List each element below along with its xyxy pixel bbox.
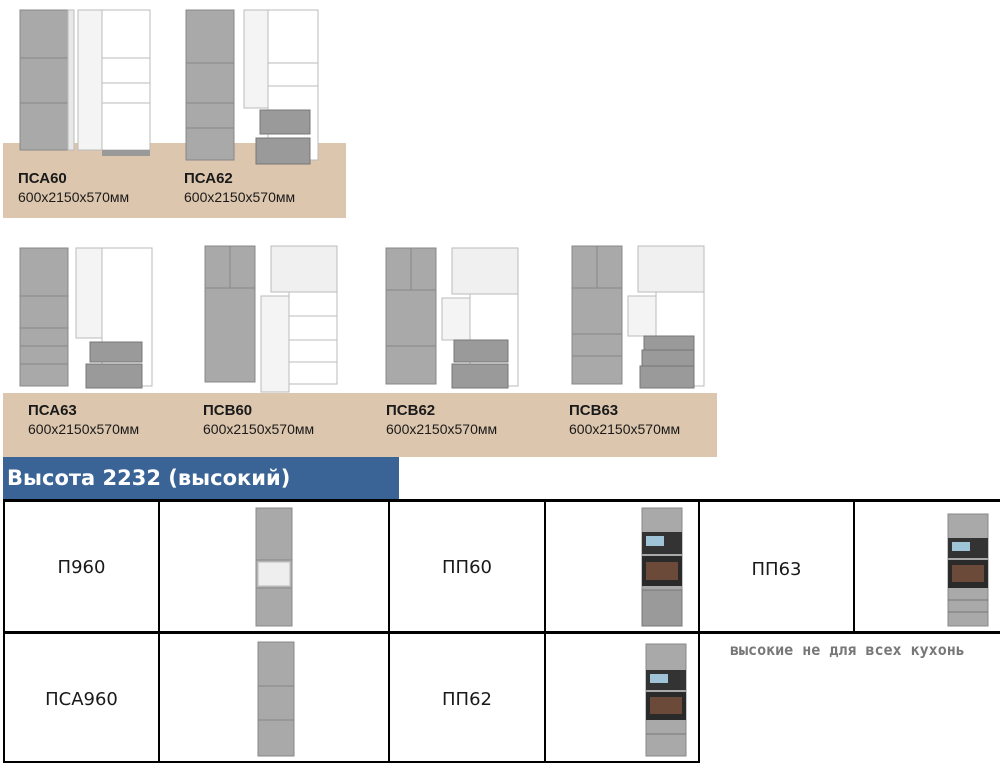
cabinet-code: ПСВ63 <box>569 402 619 419</box>
table-cell-code: ПСА960 <box>45 689 118 710</box>
cabinet-size: 600х2150х570мм <box>203 421 315 437</box>
cabinet-pp63-image <box>947 513 989 627</box>
cabinet-label-psa60: ПСА60 600х2150х570мм <box>18 170 129 206</box>
cabinet-psv62-image <box>385 247 519 389</box>
cabinet-p960-image <box>255 507 293 627</box>
table-border <box>698 499 700 763</box>
table-cell-code: ПП63 <box>751 559 802 580</box>
cabinet-size: 600х2150х570мм <box>18 189 130 205</box>
cabinet-code: ПСА62 <box>184 170 233 187</box>
table-cell-code: ПП60 <box>442 557 492 578</box>
cabinet-psv63-image <box>571 245 705 389</box>
cabinet-psv60-image <box>204 245 338 393</box>
cabinet-size: 600х2150х570мм <box>386 421 498 437</box>
table-border <box>3 761 700 763</box>
cabinet-label-psv60: ПСВ60 600х2150х570мм <box>203 402 314 438</box>
cabinet-psa60-image <box>19 9 151 156</box>
cabinet-label-psa62: ПСА62 600х2150х570мм <box>184 170 295 206</box>
cabinet-label-psv62: ПСВ62 600х2150х570мм <box>386 402 497 438</box>
cabinet-code: ПСА63 <box>28 402 77 419</box>
cabinet-psa62-image <box>185 9 319 165</box>
note-text: высокие не для всех кухонь <box>730 641 965 659</box>
cabinet-size: 600х2150х570мм <box>569 421 681 437</box>
section-title: Высота 2232 (высокий) <box>3 457 399 499</box>
table-border <box>3 499 1000 502</box>
table-cell-code: ПП62 <box>442 689 492 710</box>
table-border <box>3 499 5 763</box>
table-border <box>853 499 855 633</box>
cabinet-size: 600х2150х570мм <box>184 189 296 205</box>
cabinet-size: 600х2150х570мм <box>28 421 140 437</box>
cabinet-code: ПСВ60 <box>203 402 253 419</box>
cabinet-psa960-image <box>257 641 295 757</box>
cabinet-label-psa63: ПСА63 600х2150х570мм <box>28 402 139 438</box>
table-border <box>3 631 1000 634</box>
cabinet-pp62-image <box>645 643 687 757</box>
cabinet-code: ПСВ62 <box>386 402 436 419</box>
table-border <box>388 499 390 763</box>
cabinet-psa63-image <box>19 247 153 389</box>
cabinet-code: ПСА60 <box>18 170 67 187</box>
table-border <box>158 499 160 763</box>
table-cell-code: П960 <box>57 557 106 578</box>
cabinet-label-psv63: ПСВ63 600х2150х570мм <box>569 402 680 438</box>
table-border <box>544 499 546 763</box>
cabinet-pp60-image <box>641 507 683 627</box>
second-row-floor <box>3 393 717 457</box>
